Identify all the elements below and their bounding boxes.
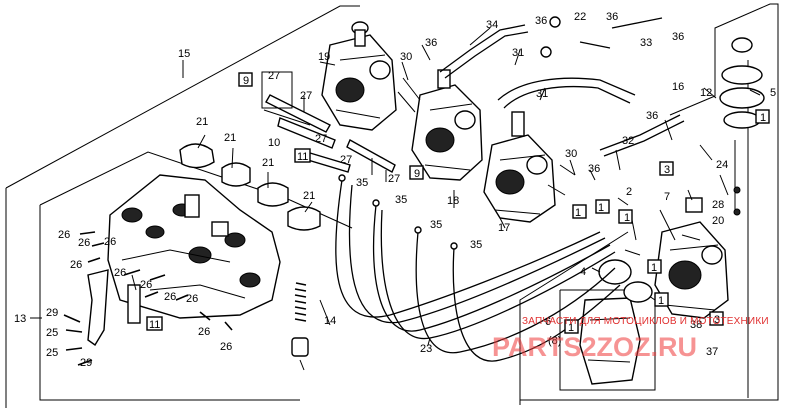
callout-1-boxed: 1	[568, 322, 574, 334]
callout-1-boxed: 1	[575, 207, 581, 219]
callout-25: 25	[46, 347, 58, 359]
float-bowl	[579, 259, 653, 385]
callout-1-boxed: 1	[760, 112, 766, 124]
callout-36: 36	[588, 163, 600, 175]
callout-35: 35	[395, 194, 407, 206]
callout-23: 23	[420, 343, 432, 355]
callout-26: 26	[164, 291, 176, 303]
callout-1-boxed: 1	[624, 212, 630, 224]
callout-3-boxed: 3	[714, 314, 720, 326]
callout-11-boxed: 11	[149, 319, 160, 331]
throttle-link	[63, 269, 141, 366]
assembly-frame-left	[5, 5, 360, 408]
callout-3-boxed: 3	[664, 164, 670, 176]
callout-10: 10	[268, 137, 280, 149]
carburetor-holder-plate	[107, 174, 281, 319]
callout-22: 22	[574, 11, 586, 23]
callout-27: 27	[315, 133, 327, 145]
boxed-labels	[146, 72, 770, 334]
callout-21: 21	[224, 132, 236, 144]
callout-2: 2	[626, 186, 632, 198]
callout-36: 36	[646, 110, 658, 122]
carburetor-17	[483, 111, 556, 223]
watermark-caption: ЗАПЧАСТИ ДЛЯ МОТОЦИКЛОВ И МОТОТЕХНИКИ	[522, 316, 769, 327]
callout-29: 29	[80, 357, 92, 369]
callout-27: 27	[268, 70, 280, 82]
callout-21: 21	[262, 157, 274, 169]
callout-26: 26	[198, 326, 210, 338]
callout-36: 36	[672, 31, 684, 43]
carburetor-20	[654, 221, 729, 319]
callout-36: 36	[535, 15, 547, 27]
callout-4: 4	[580, 266, 586, 278]
callout-6: 6	[545, 316, 551, 328]
callout-15: 15	[178, 48, 190, 60]
callout-37: 37	[706, 346, 718, 358]
callout-7: 7	[664, 191, 670, 203]
watermark: ЗАПЧАСТИ ДЛЯ МОТОЦИКЛОВ И МОТОТЕХНИКИ PA…	[492, 316, 769, 362]
callout-21: 21	[196, 116, 208, 128]
callout-1-boxed: 1	[658, 295, 664, 307]
callout-1-boxed: 1	[651, 262, 657, 274]
carburetor-18	[411, 69, 483, 181]
callout-9-boxed: 9	[414, 168, 420, 180]
callout-30: 30	[565, 148, 577, 160]
leader-lines	[30, 27, 761, 346]
callout-35: 35	[470, 239, 482, 251]
callout-12: 12	[700, 87, 712, 99]
callout-8: (8)	[548, 335, 561, 347]
callout-26: 26	[220, 341, 232, 353]
callout-14: 14	[324, 315, 336, 327]
callout-26: 26	[186, 293, 198, 305]
callout-29: 29	[46, 307, 58, 319]
callout-21: 21	[303, 190, 315, 202]
callout-28: 28	[712, 199, 724, 211]
callout-27: 27	[340, 154, 352, 166]
callout-27: 27	[388, 173, 400, 185]
callout-19: 19	[318, 51, 330, 63]
callout-26: 26	[114, 267, 126, 279]
callout-1-boxed: 1	[598, 202, 604, 214]
callout-9-boxed: 9	[243, 75, 249, 87]
fuel-and-vent-hoses	[335, 16, 685, 362]
callout-numbers: 15 13 14 23 21 21 21 21 26 26 26 26 26 2…	[14, 11, 776, 369]
callout-31: 31	[512, 47, 524, 59]
callout-35: 35	[356, 177, 368, 189]
callout-26: 26	[58, 229, 70, 241]
brackets	[261, 71, 396, 182]
callout-31: 31	[536, 88, 548, 100]
callout-33: 33	[640, 37, 652, 49]
screws	[79, 231, 233, 331]
callout-18: 18	[447, 195, 459, 207]
throttle-spring	[291, 282, 309, 371]
callout-36: 36	[606, 11, 618, 23]
callout-26: 26	[104, 236, 116, 248]
callout-13: 13	[14, 313, 26, 325]
callout-17: 17	[498, 222, 510, 234]
callout-35: 35	[430, 219, 442, 231]
callout-25: 25	[46, 327, 58, 339]
callout-27: 27	[300, 90, 312, 102]
callout-11-boxed: 11	[297, 151, 308, 163]
callout-32: 32	[622, 135, 634, 147]
top-cap	[624, 37, 765, 256]
callout-36: 36	[425, 37, 437, 49]
callout-16: 16	[672, 81, 684, 93]
callout-26: 26	[70, 259, 82, 271]
callout-24: 24	[716, 159, 728, 171]
callout-26: 26	[78, 237, 90, 249]
callout-26: 26	[140, 279, 152, 291]
callout-20: 20	[712, 215, 724, 227]
callout-5: 5	[770, 87, 776, 99]
callout-34: 34	[486, 19, 498, 31]
callout-30: 30	[400, 51, 412, 63]
watermark-site: PARTS2ZOZ.RU	[492, 332, 697, 362]
callout-38: 38	[690, 319, 702, 331]
carburetor-19	[321, 21, 397, 131]
